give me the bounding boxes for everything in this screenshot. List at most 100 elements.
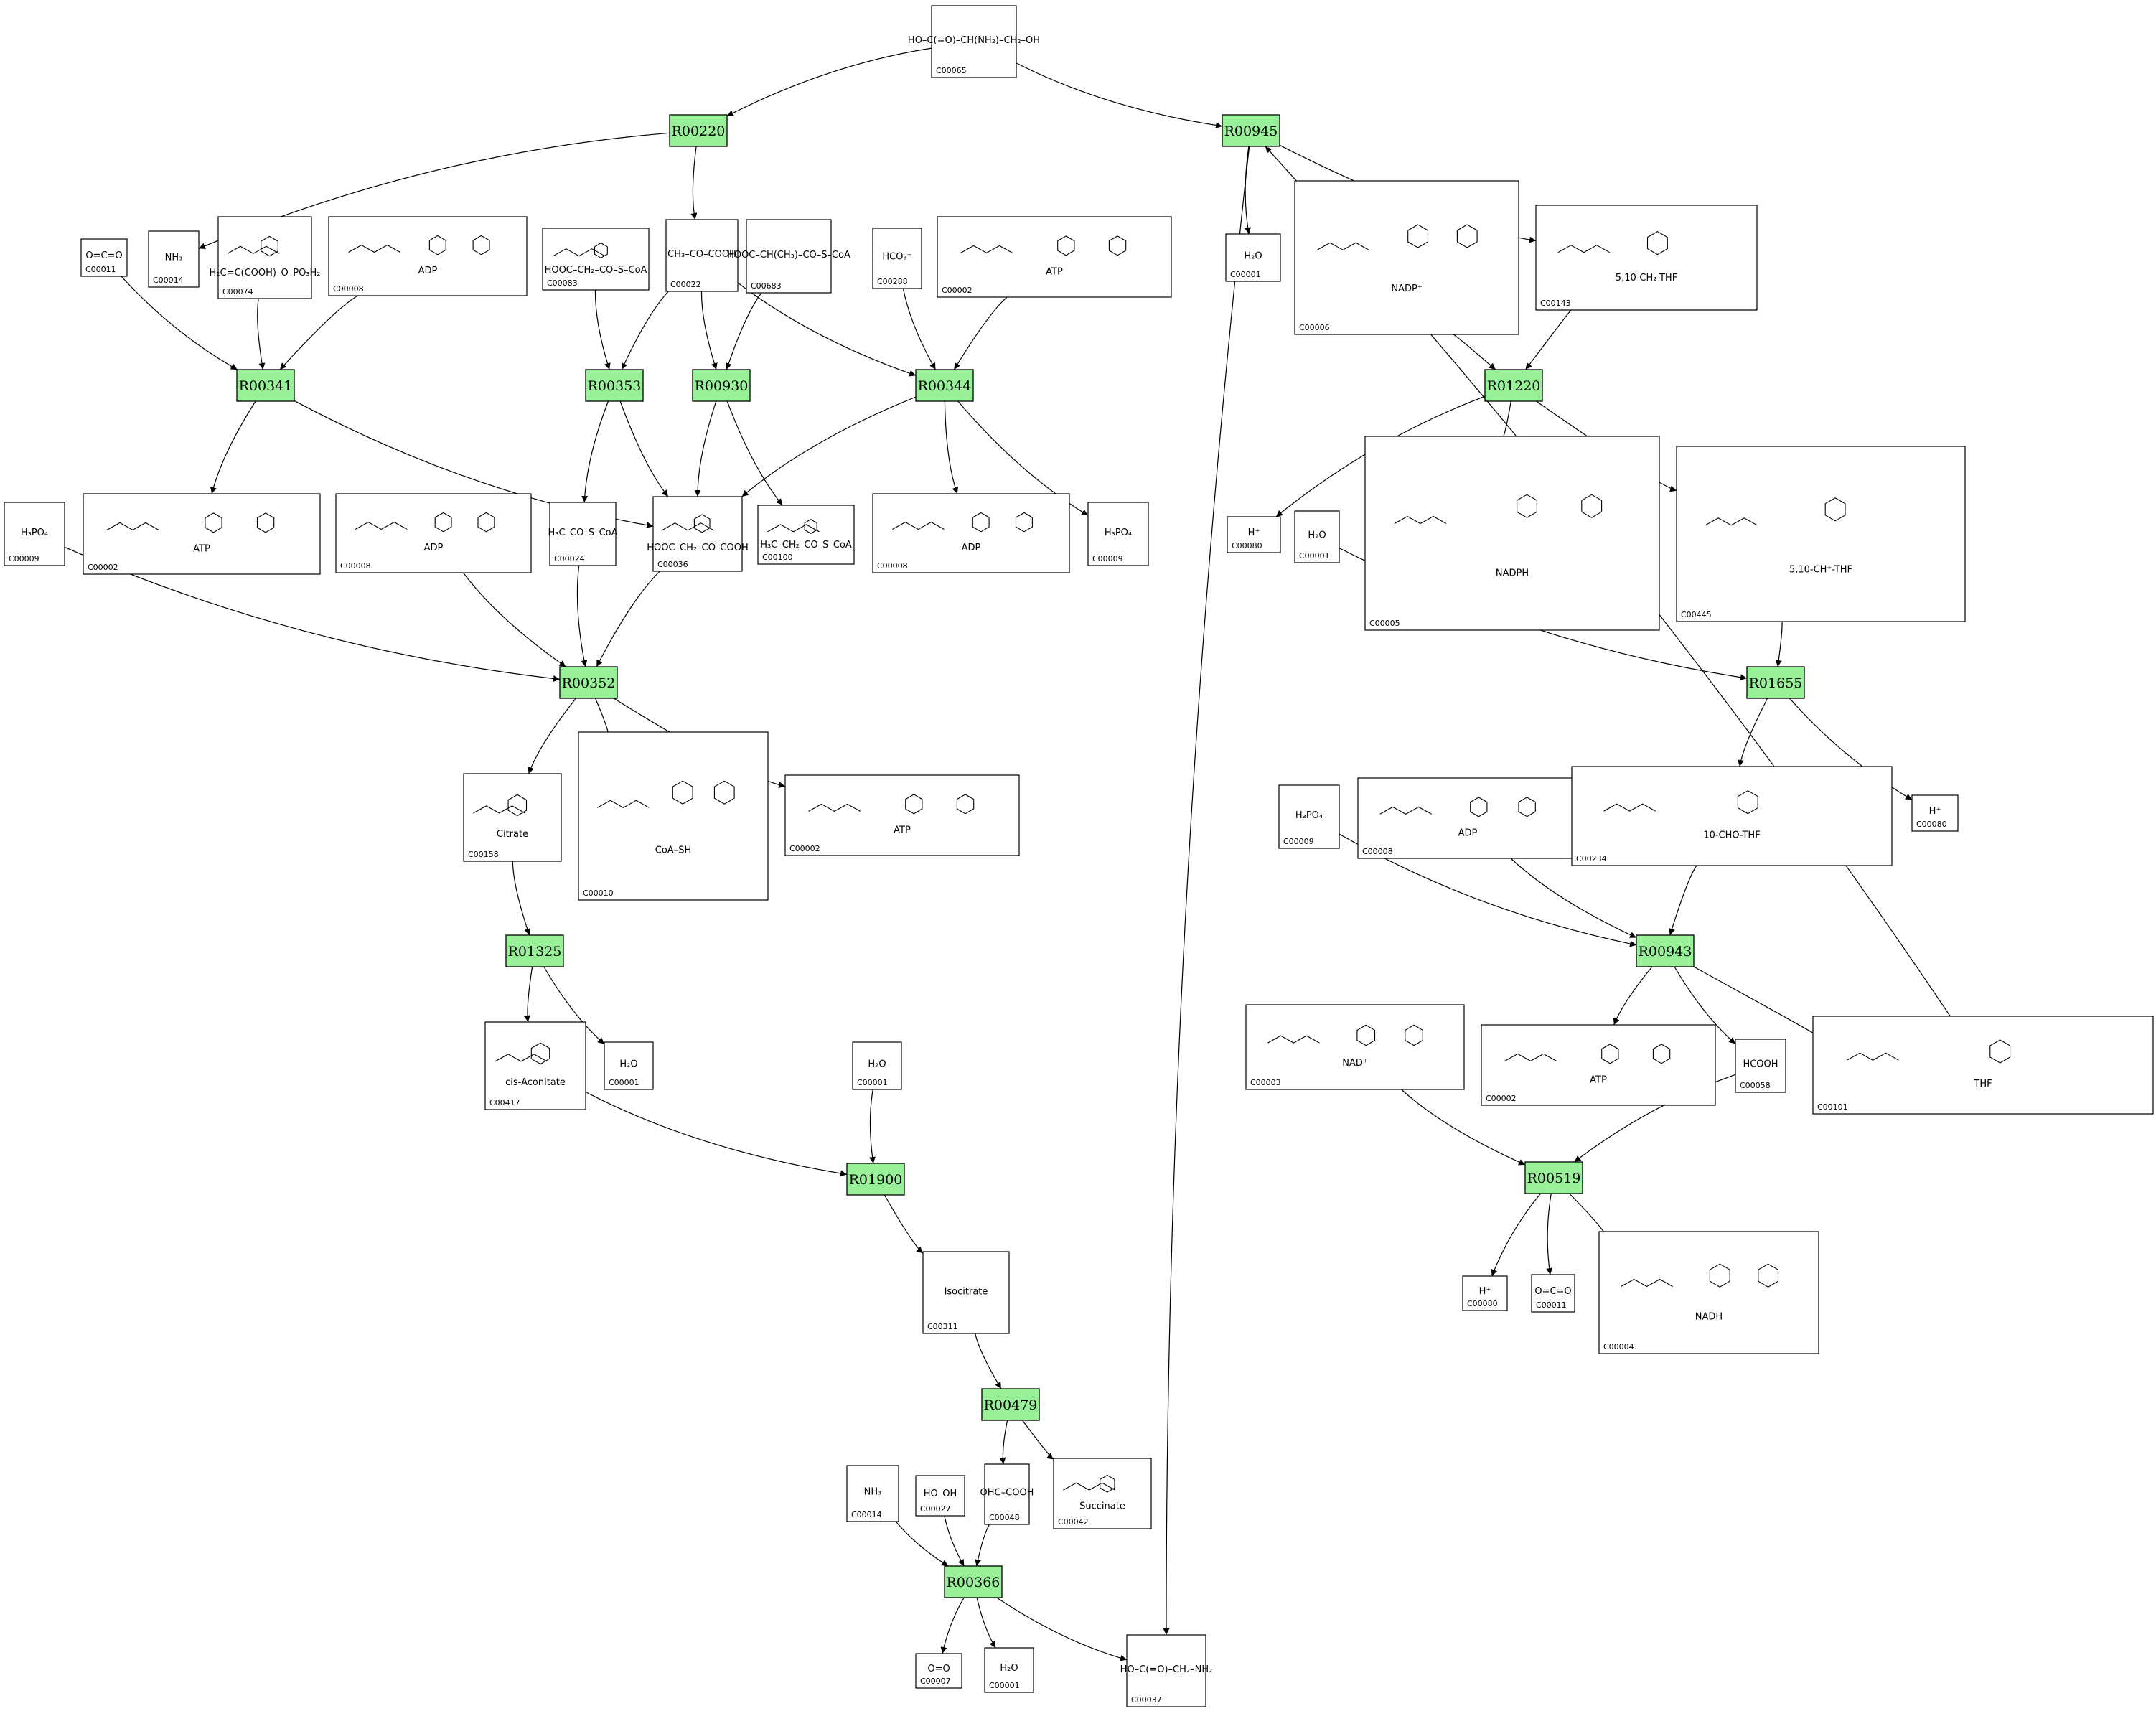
reaction-box [1524, 1161, 1583, 1194]
ring-bond [1405, 1024, 1423, 1046]
compound-id-label: C00083 [547, 278, 578, 288]
reaction-node[interactable]: R00220 [669, 114, 728, 147]
compound-box [328, 216, 528, 296]
reaction-node[interactable]: R01220 [1484, 369, 1543, 402]
chain-bond [1267, 1035, 1320, 1044]
compound-id-label: C00042 [1058, 1517, 1089, 1527]
chain-bond [1705, 517, 1758, 526]
compound-box [665, 219, 739, 292]
reaction-node[interactable]: R00945 [1222, 114, 1280, 147]
edge-arrow [1525, 309, 1572, 370]
compound-id-label: C00003 [1250, 1078, 1281, 1087]
reaction-node[interactable]: R00353 [585, 369, 644, 402]
reaction-node[interactable]: R00930 [692, 369, 751, 402]
compound-formula: HOOC–CH₂–CO–S–CoA [545, 265, 647, 276]
compound-node[interactable]: H⁺C00080 [1227, 516, 1281, 553]
reaction-node[interactable]: R01655 [1746, 666, 1805, 699]
ring-bond [1015, 512, 1033, 533]
compound-formula: NAD⁺ [1342, 1058, 1368, 1069]
reaction-id-label: R00366 [947, 1575, 1000, 1590]
reaction-node[interactable]: R00344 [915, 369, 974, 402]
compound-node[interactable]: HOOC–CH₂–CO–S–CoA C00083 [542, 228, 650, 291]
reaction-node[interactable]: R01325 [505, 934, 564, 967]
ring-bond [1709, 1263, 1730, 1288]
compound-box [1227, 516, 1281, 553]
compound-node[interactable]: H⁺C00080 [1911, 794, 1959, 832]
edge-arrow [741, 396, 917, 497]
edge-arrow [576, 565, 588, 667]
reaction-node[interactable]: R00352 [559, 666, 618, 699]
edge-arrow [999, 1420, 1008, 1465]
compound-id-label: C00002 [789, 844, 820, 853]
chain-bond [1847, 1052, 1899, 1061]
reaction-node[interactable]: R00519 [1524, 1161, 1583, 1194]
reaction-node[interactable]: R01900 [846, 1163, 905, 1196]
compound-formula: ADP [418, 266, 438, 276]
reaction-node[interactable]: R00366 [944, 1565, 1003, 1598]
compound-id-label: C00002 [942, 286, 972, 295]
compound-node[interactable]: NADP⁺C00006 [1294, 180, 1519, 335]
chain-bond [767, 524, 820, 533]
edge-arrow [1693, 966, 1820, 1038]
ring-bond [1646, 230, 1668, 256]
reaction-node[interactable]: R00943 [1636, 934, 1695, 967]
compound-node[interactable]: H⁺C00080 [1462, 1275, 1508, 1311]
compound-id-label: C00048 [989, 1513, 1020, 1522]
compound-node[interactable]: HCO₃⁻C00288 [872, 228, 922, 289]
reaction-node[interactable]: R00479 [981, 1388, 1040, 1421]
edge-arrow [621, 291, 669, 370]
compound-id-label: C00001 [1230, 270, 1261, 279]
compound-id-label: C00143 [1540, 299, 1571, 308]
compound-id-label: C00080 [1467, 1299, 1498, 1308]
compound-box [1812, 1016, 2154, 1115]
compound-formula: HOOC–CH₂–CO–COOH [647, 543, 749, 553]
compound-node[interactable]: NAD⁺ C00003 [1245, 1004, 1465, 1090]
edge-arrow [895, 1521, 949, 1567]
reaction-node[interactable]: R00341 [236, 369, 295, 402]
ring-bond [1456, 224, 1478, 248]
